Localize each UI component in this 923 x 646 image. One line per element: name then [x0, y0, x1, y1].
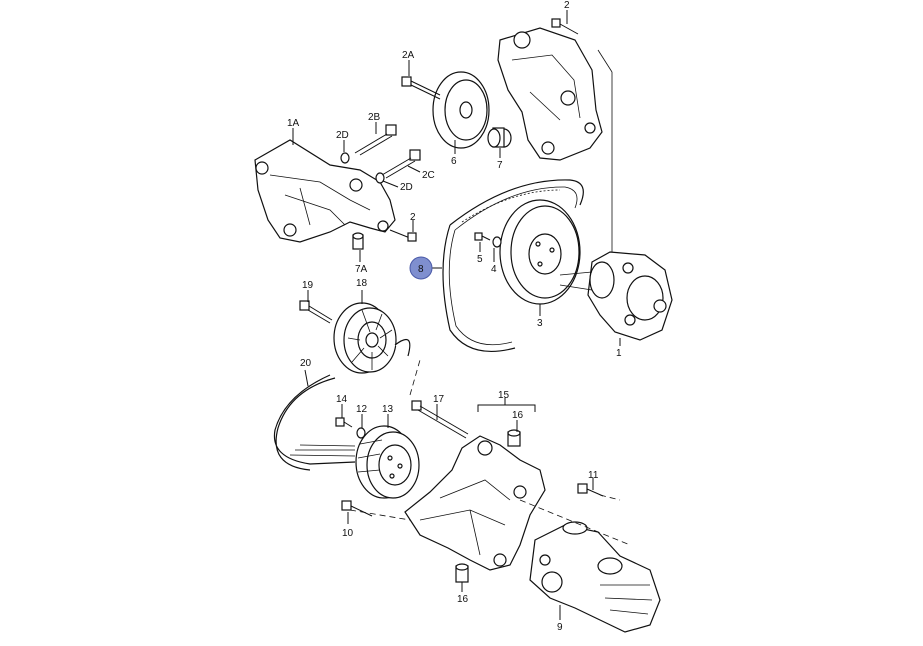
label-20[interactable]: 20 [300, 358, 312, 369]
pulley-13[interactable] [355, 425, 420, 499]
spacer-16-upper[interactable] [507, 429, 521, 447]
label-2-top[interactable]: 2 [564, 0, 570, 11]
leader-1-line [597, 49, 613, 73]
label-3[interactable]: 3 [537, 318, 543, 329]
assembly-guide-lines [349, 359, 631, 546]
callout-8-highlight[interactable] [409, 256, 433, 280]
washer-2D-upper[interactable] [340, 152, 350, 164]
label-2-mid[interactable]: 2 [410, 212, 416, 223]
label-2B[interactable]: 2B [368, 112, 381, 123]
label-12[interactable]: 12 [356, 404, 368, 415]
mounting-bracket-upper[interactable] [497, 27, 603, 161]
label-2C[interactable]: 2C [422, 170, 435, 181]
label-5[interactable]: 5 [477, 254, 483, 265]
label-2A[interactable]: 2A [402, 50, 415, 61]
bolt-11[interactable] [577, 483, 604, 497]
ribbed-belt-20[interactable] [273, 338, 411, 471]
label-11[interactable]: 11 [588, 470, 599, 481]
label-19[interactable]: 19 [302, 280, 314, 291]
bolt-14[interactable] [335, 417, 353, 428]
bolt-19[interactable] [299, 300, 333, 324]
bolt-2C[interactable] [381, 149, 421, 179]
label-2D-lower[interactable]: 2D [400, 182, 413, 193]
label-7A[interactable]: 7A [355, 264, 368, 275]
bolt-2A[interactable] [401, 76, 441, 100]
label-13[interactable]: 13 [382, 404, 394, 415]
label-8[interactable]: 8 [418, 264, 424, 275]
bolt-5[interactable] [474, 232, 491, 241]
ribbed-belt-8[interactable] [442, 179, 584, 352]
bracket-15-leader [477, 404, 536, 412]
pulley-6[interactable] [432, 71, 490, 149]
bolt-17[interactable] [411, 400, 469, 439]
pulley-3[interactable] [499, 199, 581, 305]
label-15[interactable]: 15 [498, 390, 510, 401]
label-16-upper[interactable]: 16 [512, 410, 524, 421]
bolt-10[interactable] [341, 500, 373, 517]
label-17[interactable]: 17 [433, 394, 445, 405]
power-steering-pump-1[interactable] [559, 251, 673, 341]
label-1[interactable]: 1 [616, 348, 622, 359]
bracket-1A[interactable] [254, 139, 396, 243]
spacer-7[interactable] [487, 127, 512, 148]
spacer-16-lower[interactable] [455, 563, 469, 583]
bracket-assembly-15[interactable] [404, 435, 546, 571]
hydraulic-pump-9[interactable] [529, 521, 661, 633]
spacer-7A[interactable] [352, 232, 364, 250]
washer-12[interactable] [356, 427, 366, 439]
washer-4[interactable] [492, 236, 502, 248]
bolt-2-mid[interactable] [389, 229, 417, 242]
washer-2D-lower[interactable] [375, 172, 385, 184]
label-6[interactable]: 6 [451, 156, 457, 167]
label-7[interactable]: 7 [497, 160, 503, 171]
label-18[interactable]: 18 [356, 278, 368, 289]
tensioner-pulley-18[interactable] [333, 302, 397, 374]
label-2D-upper[interactable]: 2D [336, 130, 349, 141]
leader-2D-lower [382, 180, 399, 188]
bolt-2-top[interactable] [551, 18, 579, 35]
leader-20 [304, 369, 309, 387]
label-16-lower[interactable]: 16 [457, 594, 469, 605]
label-14[interactable]: 14 [336, 394, 348, 405]
leader-2C [407, 165, 421, 173]
label-9[interactable]: 9 [557, 622, 563, 633]
bolt-2B[interactable] [354, 124, 397, 156]
label-4[interactable]: 4 [491, 264, 497, 275]
label-10[interactable]: 10 [342, 528, 354, 539]
label-1A[interactable]: 1A [287, 118, 300, 129]
